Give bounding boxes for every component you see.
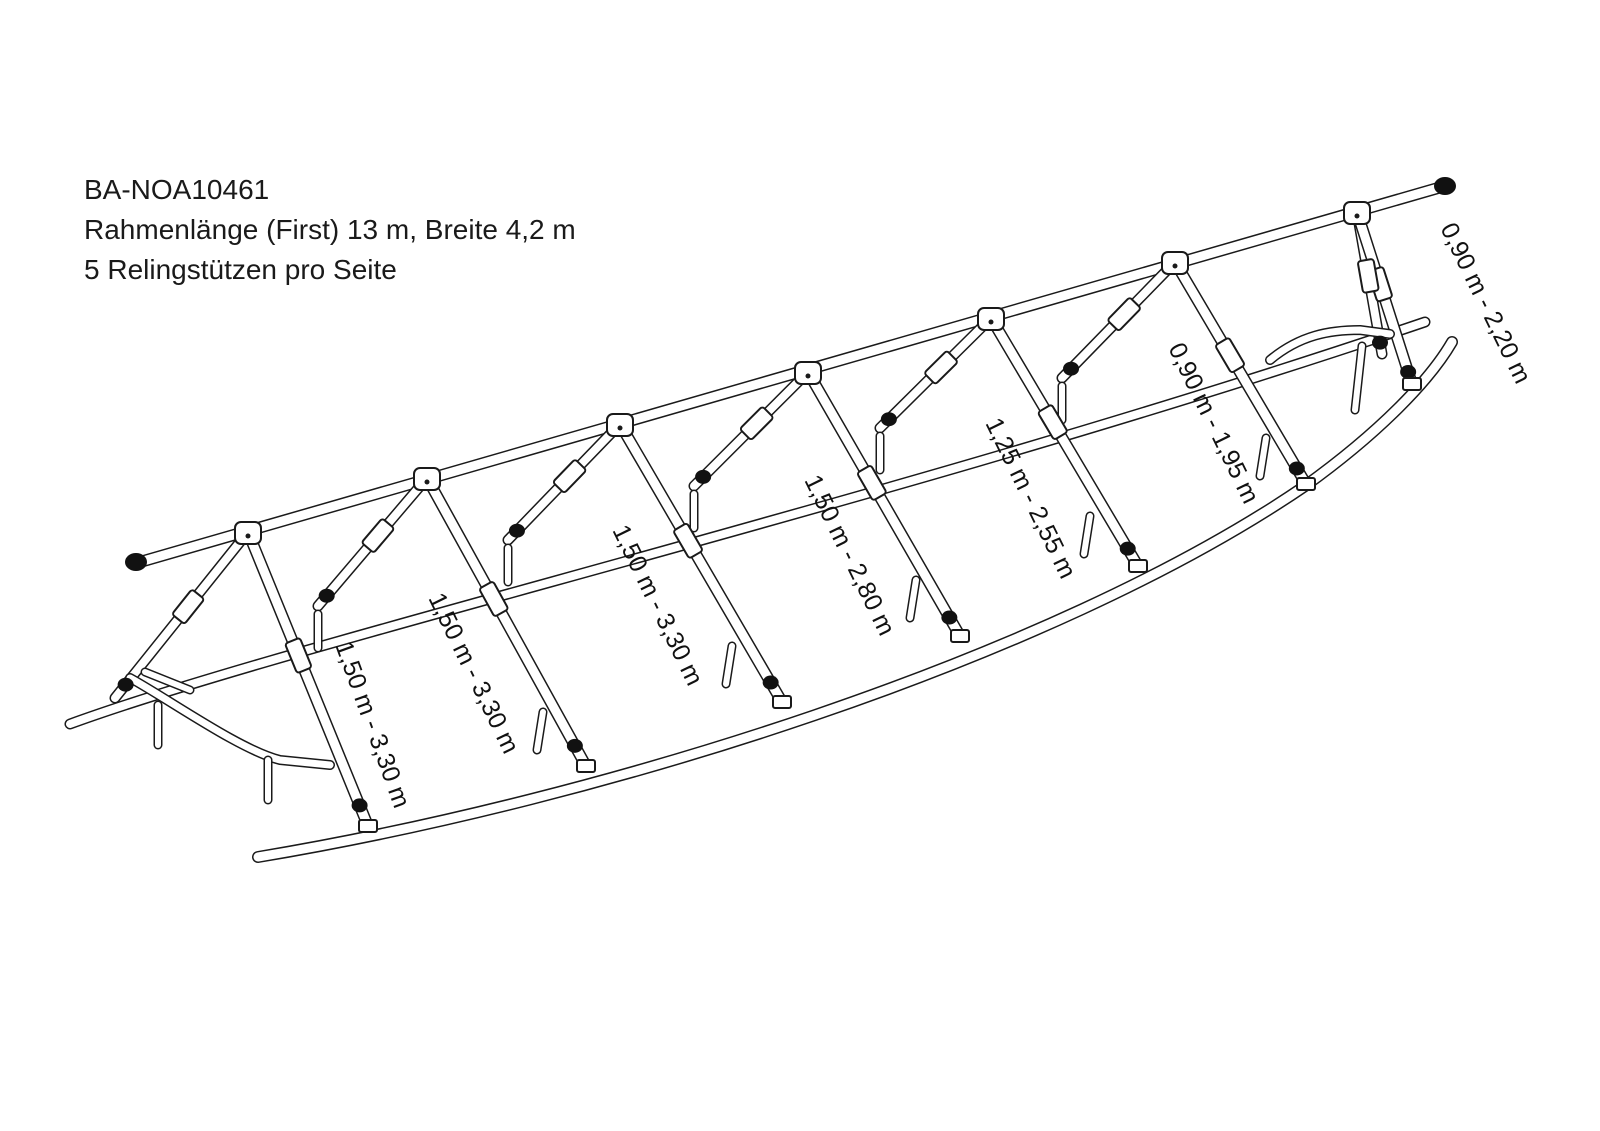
dimension-label-1: 1,50 m - 3,30 m <box>329 637 415 811</box>
ridge-connector-7 <box>1343 201 1371 225</box>
right-end-leg <box>1350 341 1367 415</box>
ridge-end-cap-left <box>125 553 147 571</box>
ridge-connector-6 <box>1161 251 1189 275</box>
front-railing-post-1 <box>532 707 548 755</box>
ridge-connector-bolt-4 <box>805 373 811 379</box>
near-rafter-clamp-6 <box>1288 461 1305 476</box>
ridge-connector-bolt-5 <box>988 319 994 325</box>
far-rafter-clamp-5 <box>880 412 897 427</box>
near-rafter-6 <box>1169 256 1312 490</box>
model-code: BA-NOA10461 <box>84 174 270 205</box>
rail-clip-5 <box>1128 559 1148 573</box>
far-rafter-clamp-7 <box>1372 335 1388 350</box>
rail-clip-1 <box>358 819 378 833</box>
far-rafter-clamp-6 <box>1063 361 1080 376</box>
near-rafter-sleeve-6 <box>1215 337 1245 373</box>
rail-clip-7 <box>1402 377 1422 391</box>
near-rafter-clamp-5 <box>1119 541 1136 556</box>
ridge-connector-bolt-7 <box>1354 213 1360 219</box>
front-railing-post-3 <box>905 575 921 623</box>
near-rafter-2 <box>421 472 592 772</box>
frame-tubes <box>64 180 1458 863</box>
rail-clip-4 <box>950 629 970 643</box>
ridge-connector-bolt-6 <box>1172 263 1178 269</box>
near-rafter-clamp-4 <box>941 610 958 625</box>
ridge-connector-bolt-1 <box>245 533 251 539</box>
ridge-connector-bolt-2 <box>424 479 430 485</box>
back-rail-tube <box>64 316 1431 730</box>
near-rafter-sleeve-4 <box>857 465 887 501</box>
near-rafter-clamp-3 <box>762 675 779 690</box>
header-text: BA-NOA10461 Rahmenlänge (First) 13 m, Br… <box>84 170 576 290</box>
far-rafter-sleeve-3 <box>552 459 587 494</box>
far-rafter-sleeve-4 <box>739 406 774 441</box>
rail-clip-3 <box>772 695 792 709</box>
ridge-connector-bolt-3 <box>617 425 623 431</box>
near-rafter-sleeve-2 <box>479 581 509 617</box>
dimension-labels: 1,50 m - 3,30 m 1,50 m - 3,30 m 1,50 m -… <box>329 218 1536 811</box>
ridge-connector-1 <box>234 521 262 545</box>
dimension-label-7: 0,90 m - 2,20 m <box>1435 218 1537 388</box>
near-rafter-3 <box>614 418 788 708</box>
left-end-brace <box>125 673 335 770</box>
ridge-connector-5 <box>977 307 1005 331</box>
near-rafter-clamp-2 <box>566 738 583 753</box>
front-railing-post-5 <box>1255 433 1271 481</box>
near-rafter-sleeve-1 <box>284 637 312 674</box>
far-rafter-clamp-2 <box>318 588 335 603</box>
ridge-connector-3 <box>606 413 634 437</box>
dimension-label-6: 0,90 m - 1,95 m <box>1163 338 1265 508</box>
frame-joints <box>117 177 1456 833</box>
far-rafter-sleeve-5 <box>924 350 958 385</box>
front-railing-post-2 <box>721 641 737 689</box>
far-rafter-clamp-1 <box>117 677 134 692</box>
front-railing-post-4 <box>1079 511 1095 559</box>
ridge-tube <box>134 180 1451 568</box>
rail-clip-6 <box>1296 477 1316 491</box>
near-rafter-1 <box>242 526 374 832</box>
left-end-hook <box>140 667 195 695</box>
near-rafter-clamp-1 <box>351 798 368 813</box>
front-rail-tube <box>252 336 1458 863</box>
far-rafter-sleeve-7 <box>1357 258 1380 294</box>
dimension-label-2: 1,50 m - 3,30 m <box>423 588 525 758</box>
near-rafter-5 <box>985 312 1144 572</box>
right-end-brace <box>1265 325 1395 365</box>
far-rafter-clamp-4 <box>695 469 712 484</box>
rail-clip-2 <box>576 759 596 773</box>
frame-spec: Rahmenlänge (First) 13 m, Breite 4,2 m <box>84 214 576 245</box>
far-rafter-sleeve-6 <box>1107 297 1141 332</box>
near-rafter-sleeve-3 <box>673 523 703 559</box>
ridge-connector-4 <box>794 361 822 385</box>
near-rafter-4 <box>802 366 966 642</box>
support-count: 5 Relingstützen pro Seite <box>84 254 397 285</box>
ridge-end-cap-right <box>1434 177 1456 195</box>
ridge-connector-2 <box>413 467 441 491</box>
near-rafter-clamp-7 <box>1400 364 1417 379</box>
far-rafter-sleeve-1 <box>172 589 205 624</box>
far-rafter-clamp-3 <box>508 523 525 538</box>
near-rafter-sleeve-5 <box>1037 404 1068 440</box>
far-rafter-sleeve-2 <box>361 518 395 553</box>
